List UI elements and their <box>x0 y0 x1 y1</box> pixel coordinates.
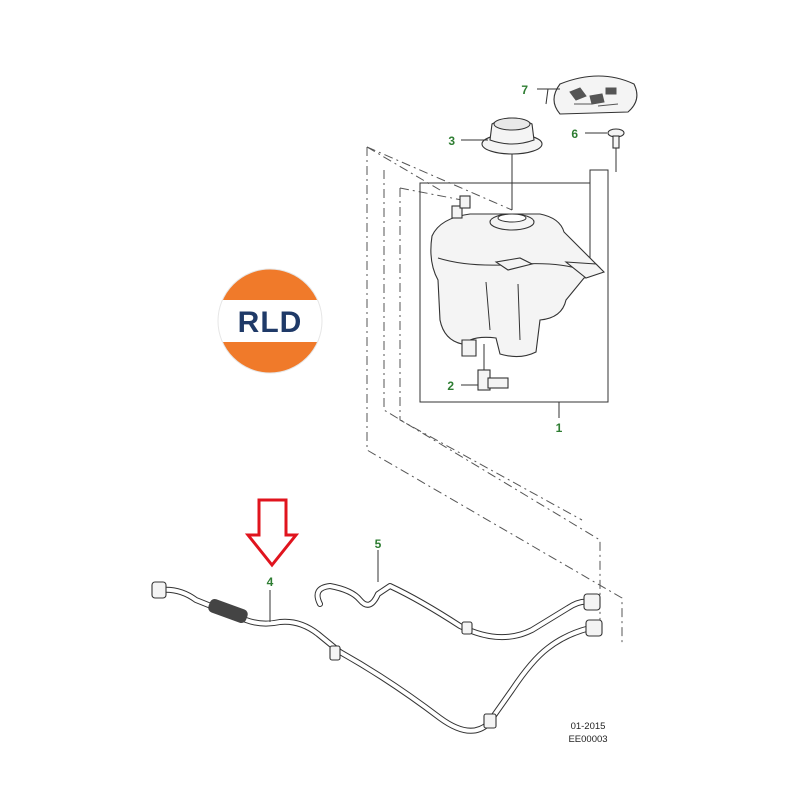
tank-neck-opening <box>497 213 527 223</box>
assembly-boundaries <box>366 146 623 643</box>
highlight-arrow-icon <box>244 498 300 568</box>
logo-text: RLD <box>238 306 303 339</box>
hose-4-clip <box>329 645 341 661</box>
dash-top-link <box>366 146 441 191</box>
sensor-connector <box>487 377 509 389</box>
hose-5-end-connector <box>583 593 601 611</box>
callout-6: 6 <box>571 127 578 141</box>
callout-2: 2 <box>447 379 454 393</box>
level-sensor-part <box>477 344 509 391</box>
decal-markings <box>569 87 619 107</box>
logo-white-band <box>216 300 324 342</box>
filler-cap-part <box>481 117 543 210</box>
callout-7: 7 <box>521 83 528 97</box>
tank-frame <box>419 169 609 403</box>
hose-5-inner <box>315 584 592 640</box>
hose-4-end-connector <box>151 581 167 599</box>
cap-top <box>493 117 531 131</box>
diagram-date: 01-2015 <box>571 721 606 732</box>
leader-7b <box>545 88 549 105</box>
hose-4-sleeve <box>208 598 248 624</box>
callout-3: 3 <box>448 134 455 148</box>
expansion-tank-part <box>430 195 606 358</box>
middle-dashed-boundary <box>383 170 601 620</box>
callout-5: 5 <box>375 537 382 551</box>
decal-part <box>553 75 638 115</box>
fastener-shank <box>612 135 620 149</box>
dash-inner-link <box>399 187 463 201</box>
rld-logo: RLD <box>216 268 324 374</box>
callout-1: 1 <box>556 421 563 435</box>
hoses <box>151 581 603 734</box>
tank-ribs <box>485 281 521 341</box>
dash-cap-link <box>366 146 513 211</box>
inner-dashed-boundary <box>399 188 583 521</box>
hose-5-clip <box>461 621 473 635</box>
logo-ring <box>217 268 323 374</box>
tank-bracket <box>564 261 606 279</box>
hose-4-lower-clip <box>483 713 497 729</box>
tank-port-2 <box>459 195 471 209</box>
callout-4: 4 <box>267 575 274 589</box>
tank-outlet <box>461 339 477 357</box>
leader-lines <box>269 88 607 622</box>
diagram-code: EE00003 <box>568 734 607 745</box>
tank-window <box>494 257 534 271</box>
hose-4-inner <box>158 587 592 733</box>
fastener-part <box>607 128 625 172</box>
tank-port-1 <box>451 205 463 219</box>
tank-body <box>430 213 601 358</box>
outer-dashed-boundary <box>366 147 623 643</box>
hose-4-tank-connector <box>585 619 603 637</box>
callout-labels: 7 3 6 2 1 4 5 <box>267 83 579 589</box>
hose-5 <box>314 583 593 641</box>
